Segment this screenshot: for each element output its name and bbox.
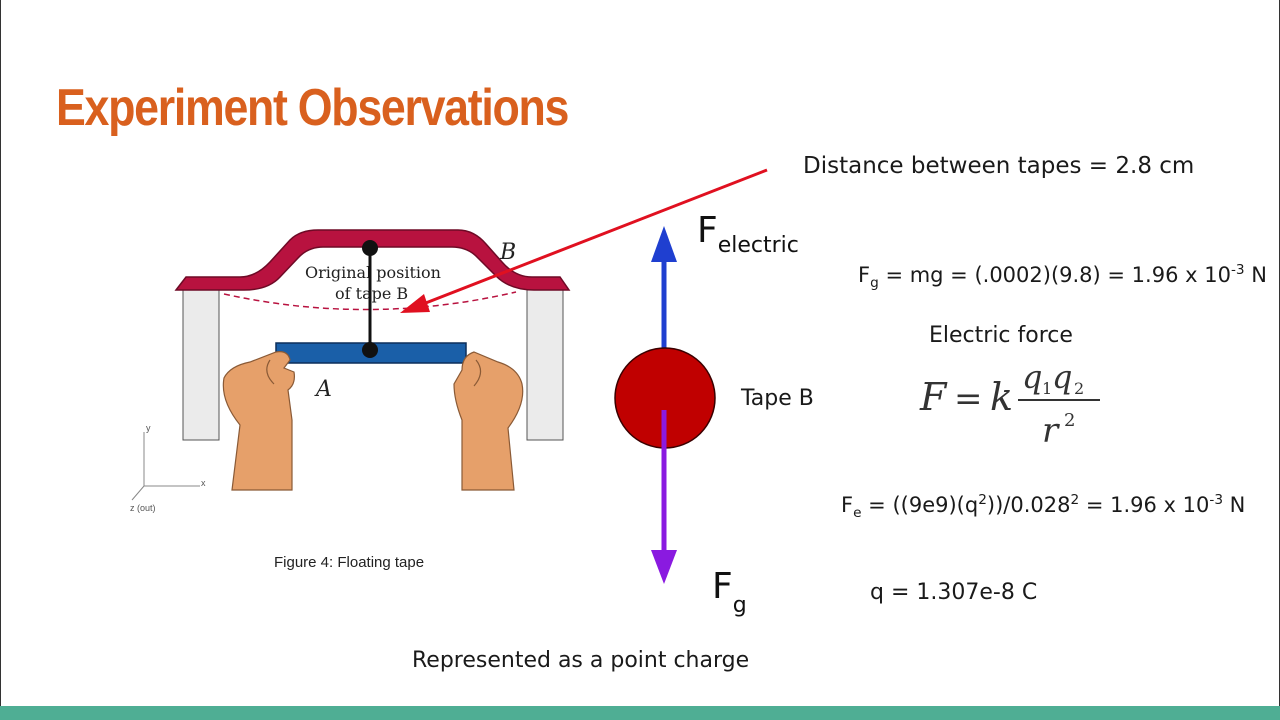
fg-unit: N xyxy=(1244,263,1267,287)
formula-q1-sub: 1 xyxy=(1042,379,1052,398)
fe-part1: = ((9e9)(q xyxy=(861,493,979,517)
formula-f: F xyxy=(919,375,948,419)
formula-k: k xyxy=(990,375,1013,419)
fg-symbol: F xyxy=(858,263,871,287)
axis-y-label: y xyxy=(146,423,151,433)
formula-q2-sub: 2 xyxy=(1074,379,1084,398)
tape-b-shape xyxy=(174,229,571,291)
right-pillar xyxy=(526,289,564,441)
q-result: q = 1.307e-8 C xyxy=(870,580,1038,605)
fe-subscript: e xyxy=(853,505,862,522)
fg-equation: Fg = mg = (.0002)(9.8) = 1.96 x 10-3 N xyxy=(858,262,1267,291)
coulomb-formula: F = k q 1 q 2 r 2 xyxy=(919,360,1100,450)
pointer-arrow-head xyxy=(400,294,430,313)
bottom-accent-bar xyxy=(0,706,1280,720)
axis-z-label: z (out) xyxy=(130,503,156,513)
figure-caption: Figure 4: Floating tape xyxy=(274,554,425,571)
formula-r-exp: 2 xyxy=(1064,410,1075,431)
formula-r: r xyxy=(1042,411,1060,450)
slide-title: Experiment Observations xyxy=(56,79,569,137)
axis-x-label: x xyxy=(201,478,206,488)
left-pillar xyxy=(182,289,220,441)
fe-d-exp: 2 xyxy=(1070,492,1080,508)
formula-q2: q xyxy=(1052,360,1072,396)
formula-q1: q xyxy=(1022,360,1042,396)
fe-q-exp: 2 xyxy=(978,492,987,508)
figure-label-of-tape: of tape B xyxy=(335,284,408,303)
f-electric-label: Felectric xyxy=(697,210,799,258)
f-gravity-label: Fg xyxy=(712,566,747,618)
point-charge-caption: Represented as a point charge xyxy=(412,648,750,673)
distance-text: Distance between tapes = 2.8 cm xyxy=(803,153,1195,179)
f-gravity-subscript: g xyxy=(732,593,747,618)
left-hand-icon xyxy=(222,351,295,491)
fe-exponent: -3 xyxy=(1209,492,1223,508)
formula-equals: = xyxy=(954,379,983,419)
original-position-dashed xyxy=(223,291,517,311)
figure-label-a: A xyxy=(314,377,332,402)
string-top-dot xyxy=(362,240,378,256)
electric-force-label: Electric force xyxy=(929,323,1073,348)
axes-icon xyxy=(131,432,200,501)
f-electric-subscript: electric xyxy=(717,233,799,258)
force-down-arrowhead xyxy=(651,550,677,584)
tape-b-label: Tape B xyxy=(741,386,814,411)
f-gravity-symbol: F xyxy=(712,566,733,607)
pointer-arrow-line xyxy=(417,168,768,308)
figure-label-b: B xyxy=(499,240,516,265)
fe-symbol: F xyxy=(841,493,854,517)
fg-exponent: -3 xyxy=(1230,262,1245,278)
fe-unit: N xyxy=(1223,493,1246,517)
fe-equation: Fe = ((9e9)(q2))/0.0282 = 1.96 x 10-3 N xyxy=(841,492,1245,521)
string-bottom-dot xyxy=(362,342,378,358)
fe-part3: = 1.96 x 10 xyxy=(1079,493,1210,517)
fg-subscript: g xyxy=(870,275,879,292)
slide-left-border xyxy=(0,0,1,706)
fg-body: = mg = (.0002)(9.8) = 1.96 x 10 xyxy=(878,263,1231,287)
fe-part2: ))/0.028 xyxy=(986,493,1071,517)
f-electric-symbol: F xyxy=(697,210,718,251)
right-hand-icon xyxy=(453,351,524,491)
force-up-arrowhead xyxy=(651,226,677,262)
figure-label-original: Original position xyxy=(305,263,441,282)
